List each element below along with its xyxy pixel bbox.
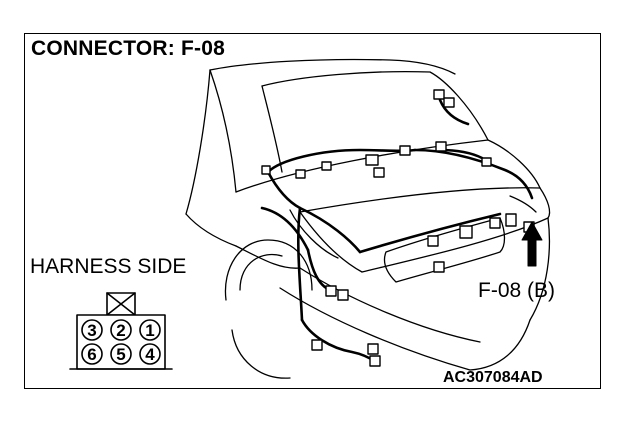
pin-1: 1 [145, 321, 154, 340]
harness-connectors [261, 89, 535, 367]
connector-pointer-arrow [521, 221, 543, 267]
connector-callout-label: F-08 (B) [478, 279, 556, 302]
diagram-frame [24, 33, 601, 389]
pin-4: 4 [145, 345, 155, 364]
pin-5: 5 [116, 345, 125, 364]
harness-side-label: HARNESS SIDE [30, 255, 187, 278]
diagram-title: CONNECTOR: F-08 [31, 37, 225, 60]
pin-6: 6 [87, 345, 96, 364]
connector-face-diagram [69, 292, 173, 370]
pin-2: 2 [116, 321, 125, 340]
connector-pin-numbers: 3 2 1 6 5 4 [87, 321, 155, 364]
figure-code: AC307084AD [443, 369, 543, 386]
wiring-harness [260, 98, 534, 364]
pin-3: 3 [87, 321, 96, 340]
